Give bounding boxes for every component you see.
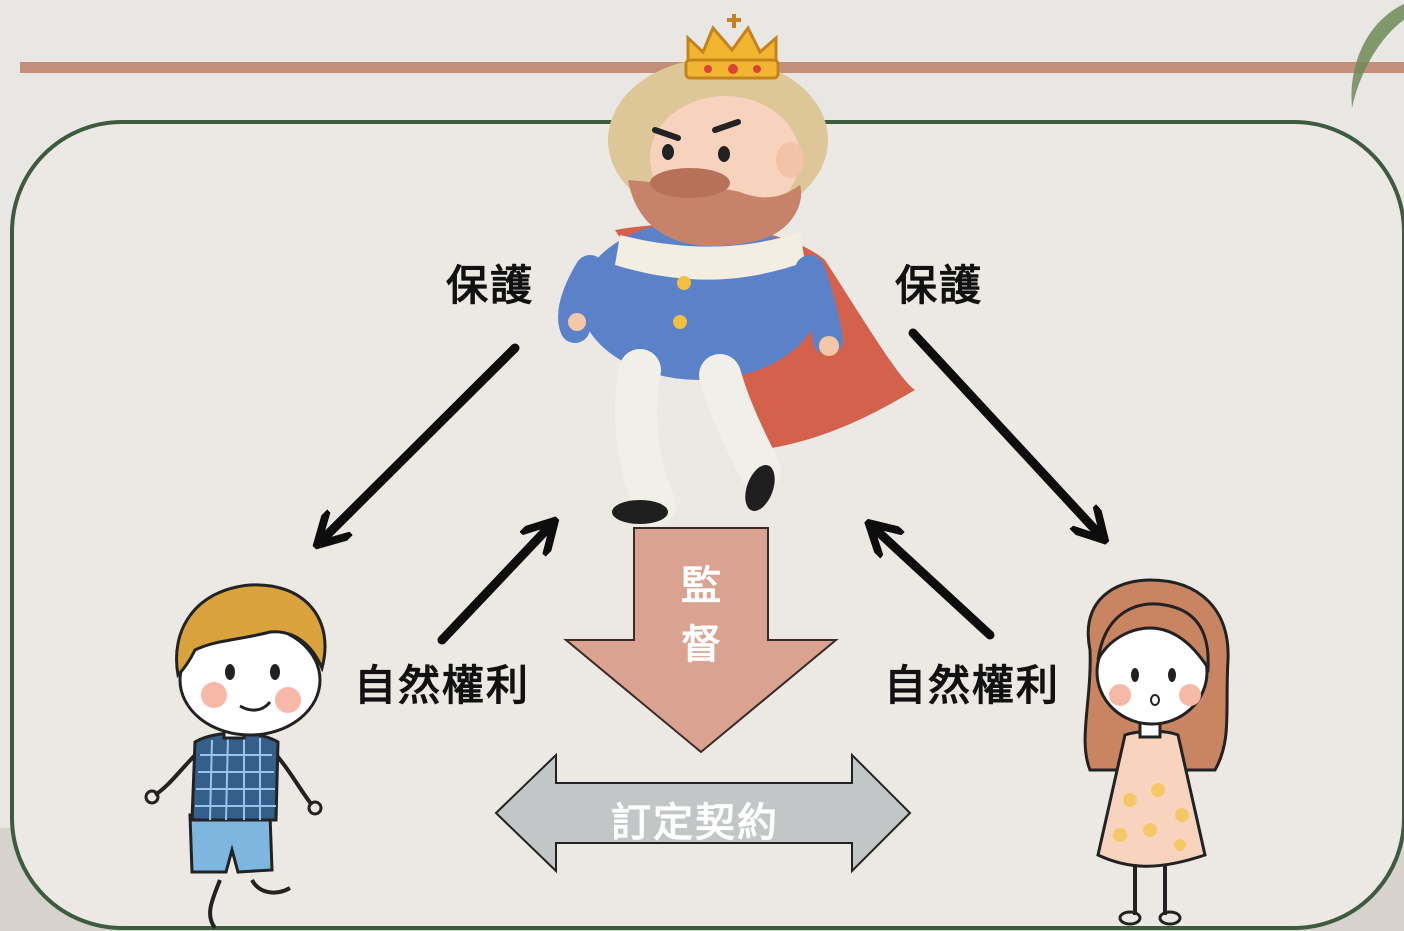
label-rights-right: 自然權利 xyxy=(884,661,1061,710)
arrow-protect-right xyxy=(908,328,1100,535)
contract-arrow xyxy=(494,752,912,874)
arrow-rights-right xyxy=(874,528,995,640)
supervise-arrow xyxy=(563,527,839,754)
arrow-rights-left xyxy=(437,526,550,645)
king-illustration xyxy=(558,14,915,526)
label-protect-left: 保護 xyxy=(446,261,535,310)
girl-illustration xyxy=(1083,578,1230,926)
arrow-protect-left xyxy=(322,343,520,540)
label-supervise-bottom: 督 xyxy=(681,622,721,668)
label-protect-right: 保護 xyxy=(895,261,984,310)
label-supervise-top: 監 xyxy=(681,563,721,609)
boy-illustration xyxy=(144,583,327,930)
label-contract: 訂定契約 xyxy=(611,800,779,846)
leaf-decoration xyxy=(1351,4,1404,108)
label-rights-left: 自然權利 xyxy=(354,661,531,710)
